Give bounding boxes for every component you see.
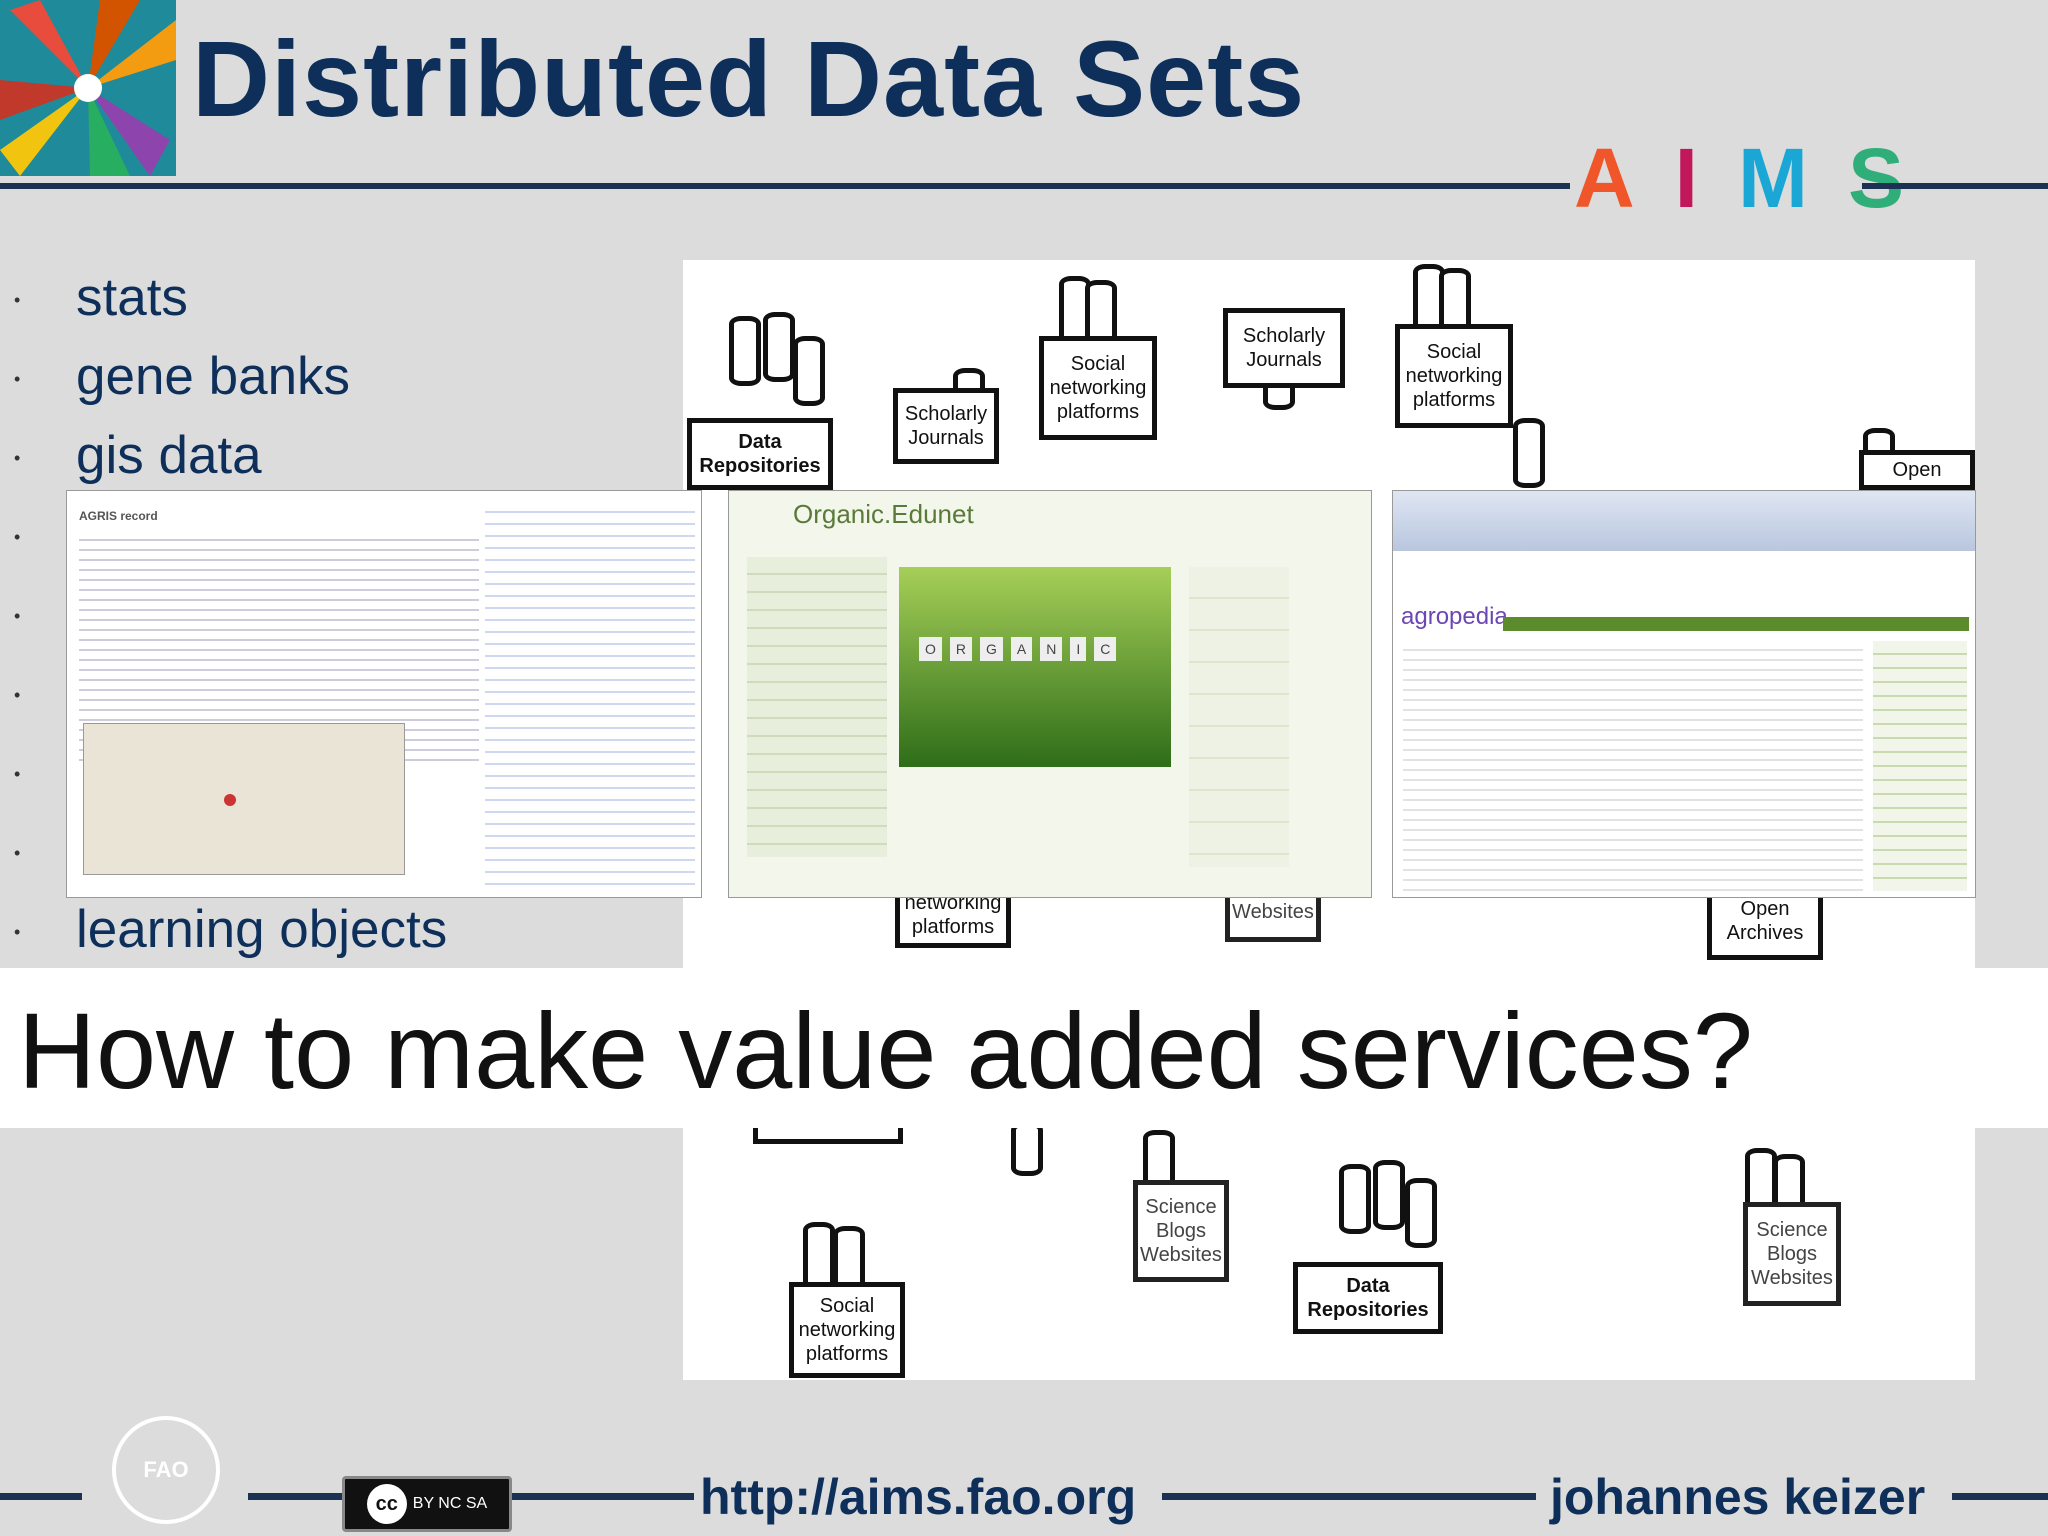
tile: I [1070, 637, 1087, 661]
agropedia-screenshot: agropedia [1392, 490, 1976, 898]
tile: C [1094, 637, 1117, 661]
organization-logo [0, 0, 176, 176]
right-sidebar [1873, 641, 1967, 891]
database-icon [729, 316, 761, 386]
right-panel [1189, 567, 1289, 867]
aims-letter-a: A [1574, 131, 1675, 225]
map-thumbnail [83, 723, 405, 875]
organic-edunet-screenshot: Organic.Edunet O R G A N I C [728, 490, 1372, 898]
fao-logo: FAO [112, 1416, 220, 1524]
bullet-item: gene banks [14, 347, 447, 426]
organic-letter-tiles: O R G A N I C [919, 637, 1117, 661]
question-banner [0, 968, 2048, 1128]
bullet-item [14, 742, 447, 821]
footer-rule [1162, 1493, 1536, 1500]
author-name: johannes keizer [1550, 1469, 1926, 1525]
aims-letter-m: M [1738, 131, 1848, 225]
header-rule [0, 183, 1570, 189]
node-social-networking: Social networking platforms [1395, 324, 1513, 428]
related-results-list [485, 501, 695, 891]
question-text: How to make value added services? [18, 990, 1753, 1111]
node-scholarly-journals: Scholarly Journals [893, 388, 999, 464]
organic-edunet-logo: Organic.Edunet [793, 499, 974, 529]
tile: R [949, 637, 973, 661]
article-text [1403, 641, 1863, 891]
aims-brand: AIMS [1570, 130, 1904, 225]
database-icon [763, 312, 795, 382]
sidebar-menu [747, 557, 887, 857]
footer-rule [248, 1493, 342, 1500]
node-science-blogs: Science Blogs Websites [1133, 1180, 1229, 1282]
license-label: BY NC SA [412, 1495, 488, 1512]
bullet-item [14, 663, 447, 742]
bullet-item [14, 821, 447, 900]
tile: O [919, 637, 942, 661]
node-social-networking: Social networking platforms [789, 1282, 905, 1378]
organic-banner-image: O R G A N I C [899, 567, 1171, 767]
node-data-repositories: Data Repositories [1293, 1262, 1443, 1334]
footer-rule [0, 1493, 82, 1500]
node-social-networking: Social networking platforms [1039, 336, 1157, 440]
aims-letter-i: I [1674, 131, 1739, 225]
node-blogs-websites: Websites [1225, 882, 1321, 942]
agropedia-logo: agropedia [1401, 603, 1508, 630]
agris-record-heading: AGRIS record [79, 509, 158, 523]
bullet-item [14, 505, 447, 584]
bullet-item: gis data [14, 426, 447, 505]
node-data-repositories: Data Repositories [687, 418, 833, 490]
database-icon [1339, 1164, 1371, 1234]
node-science-blogs: Science Blogs Websites [1743, 1202, 1841, 1306]
browser-toolbar [1393, 491, 1975, 551]
database-icon [1405, 1178, 1437, 1248]
database-icon [1373, 1160, 1405, 1230]
map-marker-icon [224, 794, 236, 806]
slide-title: Distributed Data Sets [192, 18, 1306, 139]
database-icon [1011, 1122, 1043, 1176]
database-icon [803, 1222, 835, 1292]
aims-letter-s: S [1848, 131, 1945, 225]
footer-rule [512, 1493, 694, 1500]
footer-rule [1952, 1493, 2048, 1500]
node-open: Open [1859, 450, 1975, 490]
bullet-item: learning objects [14, 900, 447, 979]
tile: A [1010, 637, 1033, 661]
creative-commons-badge[interactable]: cc BY NC SA [342, 1476, 512, 1532]
record-fields [79, 531, 479, 761]
agris-record-screenshot: AGRIS record [66, 490, 702, 898]
database-icon [793, 336, 825, 406]
tile: G [980, 637, 1003, 661]
tile: N [1040, 637, 1063, 661]
header-rule-right [1862, 183, 2048, 189]
node-scholarly-journals: Scholarly Journals [1223, 308, 1345, 388]
bullet-item [14, 584, 447, 663]
bullet-item: stats [14, 268, 447, 347]
cc-icon: cc [366, 1484, 407, 1524]
database-icon [1513, 418, 1545, 488]
green-nav-bar [1503, 617, 1969, 631]
bullet-list: stats gene banks gis data learning objec… [14, 268, 447, 979]
footer-url-link[interactable]: http://aims.fao.org [700, 1469, 1137, 1525]
